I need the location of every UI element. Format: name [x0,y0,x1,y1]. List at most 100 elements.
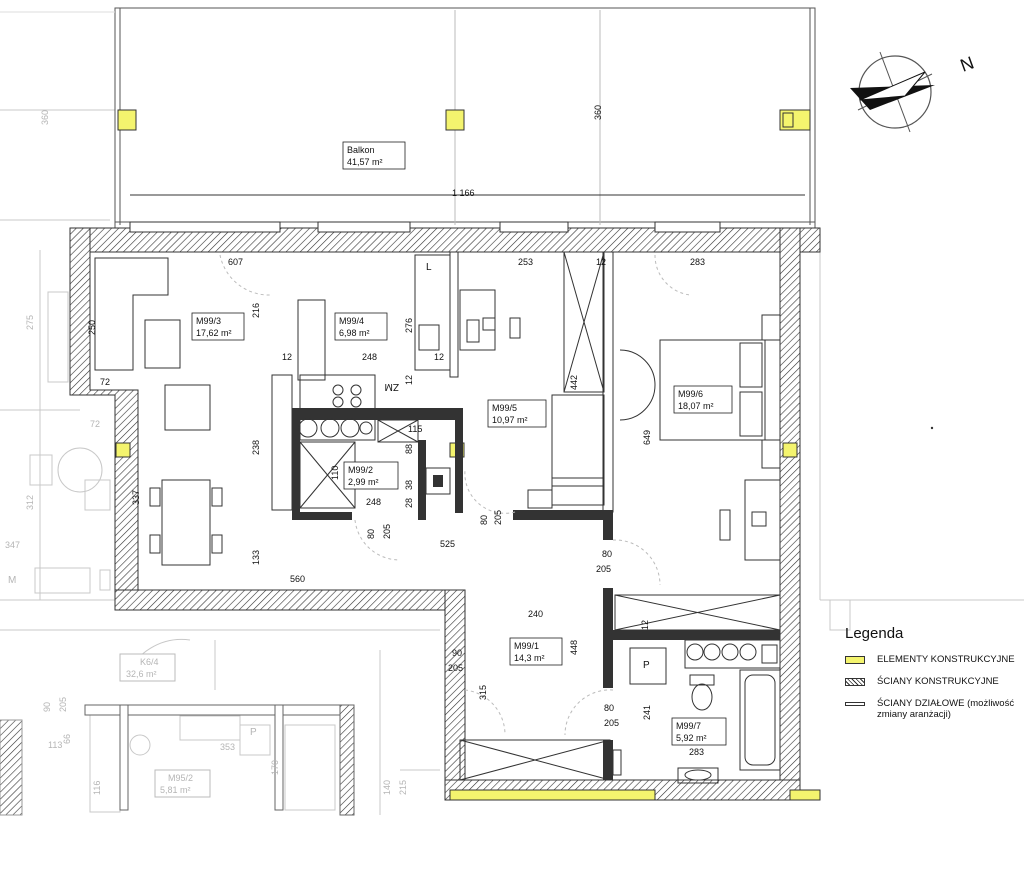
dimension-label: 240 [528,609,543,619]
dimension-label: 88 [404,444,414,454]
dimension-label: 205 [604,718,619,728]
dimension-label: 248 [366,497,381,507]
svg-text:M99/3: M99/3 [196,316,221,326]
svg-text:32,6 m²: 32,6 m² [126,669,157,679]
svg-text:M95/2: M95/2 [168,773,193,783]
dimension-label: 448 [569,640,579,655]
marker-p-neighbour: P [250,727,257,738]
dimension-label: 72 [100,377,110,387]
room-label-m99-7: M99/7 5,92 m² [671,717,727,746]
dimension-label: 140 [382,780,392,795]
neighbour-walls [0,704,355,816]
dimension-label: 250 [87,320,97,335]
marker-m: M [8,575,16,586]
dimension-label: 205 [596,564,611,574]
dimension-label: 253 [518,257,533,267]
dimension-label: 205 [448,663,463,673]
dimension-label: 38 [404,480,414,490]
legend-item-partition-walls: ŚCIANY DZIAŁOWE (możliwość zmiany aranża… [845,698,1024,722]
dimension-label: 353 [220,742,235,752]
room-label-balkon: Balkon 41,57 m² [342,141,406,170]
dimension-label: 12 [640,620,650,630]
balcony [0,7,816,229]
dimension-label: 283 [690,257,705,267]
dimension-label: 28 [404,498,414,508]
markers: ZM P P L M [8,262,650,738]
svg-text:14,3 m²: 14,3 m² [514,653,545,663]
legend-label: ŚCIANY DZIAŁOWE (możliwość [877,698,1015,709]
dimension-label: 315 [478,685,488,700]
dimension-label: 607 [228,257,243,267]
room-label-m99-2: M99/2 2,99 m² [343,461,399,490]
svg-text:M99/1: M99/1 [514,641,539,651]
room-label-m99-4: M99/4 6,98 m² [334,312,388,341]
room-label-m99-1: M99/1 14,3 m² [509,637,563,666]
dimension-label: 241 [642,705,652,720]
neighbour-dimension-labels: 275 312 347 90 205 113 66 353 170 116 14… [5,315,408,795]
dimension-label: 205 [382,524,392,539]
svg-text:5,81 m²: 5,81 m² [160,785,191,795]
svg-text:41,57 m²: 41,57 m² [347,157,383,167]
legend-label: ŚCIANY KONSTRUKCYJNE [877,676,999,687]
legend: Legenda ELEMENTY KONSTRUKCYJNE ŚCIANY KO… [845,625,1024,722]
svg-text:M99/7: M99/7 [676,721,701,731]
svg-text:M99/4: M99/4 [339,316,364,326]
dimension-label: 276 [404,318,414,333]
dimension-label: 12 [282,352,292,362]
dimension-label: 360 [593,105,603,120]
neighbour-plan [0,109,1024,815]
dimension-label: 90 [42,702,52,712]
dimension-label: 12 [404,375,414,385]
svg-text:18,07 m²: 18,07 m² [678,401,714,411]
neighbour-label-m95-2: M95/2 5,81 m² [154,769,211,798]
dimension-label: 525 [440,539,455,549]
dimension-label: 337 [131,490,141,505]
dimension-label: 170 [270,760,280,775]
dimension-label: 360 [40,110,50,125]
dimension-label: 110 [330,466,340,480]
dimension-label: 205 [493,510,503,525]
marker-zm: ZM [385,381,399,392]
dimension-label: 238 [251,440,261,455]
svg-text:6,98 m²: 6,98 m² [339,328,370,338]
marker-l: L [426,262,432,273]
dimension-label: 80 [604,703,614,713]
room-label-m99-3: M99/3 17,62 m² [191,312,245,341]
dimension-label: 72 [90,419,100,429]
svg-text:2,99 m²: 2,99 m² [348,477,379,487]
svg-text:M99/5: M99/5 [492,403,517,413]
legend-title: Legenda [845,625,904,642]
legend-swatch-partition [845,702,865,706]
dimension-label: 1 166 [452,188,475,198]
dimension-label: 66 [62,734,72,744]
furniture [94,254,781,784]
door-arcs [219,254,691,736]
dimension-label: 216 [251,303,261,318]
dimension-label: 80 [602,549,612,559]
dimension-label: 115 [408,424,422,434]
room-label-m99-6: M99/6 18,07 m² [673,385,733,414]
dimension-label: 275 [25,315,35,330]
dimension-label: 442 [569,375,579,390]
legend-swatch-wall [845,678,865,686]
dimension-label: 113 [48,740,62,750]
dimension-label: 12 [596,257,606,267]
dimension-label: 347 [5,540,20,550]
dimension-label: 80 [366,529,376,539]
svg-text:10,97 m²: 10,97 m² [492,415,528,425]
dot-marks [930,426,934,430]
svg-text:Balkon: Balkon [347,145,375,155]
svg-text:K6/4: K6/4 [140,657,159,667]
dimension-label: 215 [398,780,408,795]
dimension-label: 248 [362,352,377,362]
dimension-label: 312 [25,495,35,510]
legend-item-structural-elements: ELEMENTY KONSTRUKCYJNE [845,654,1024,678]
dimension-label: 116 [92,781,102,795]
svg-text:17,62 m²: 17,62 m² [196,328,232,338]
dimension-labels: 360 360 1 166 607 253 12 283 250 216 276… [40,105,705,757]
walls [69,221,821,801]
room-label-m99-5: M99/5 10,97 m² [487,399,547,428]
legend-swatch-structural [845,656,865,664]
svg-text:5,92 m²: 5,92 m² [676,733,707,743]
